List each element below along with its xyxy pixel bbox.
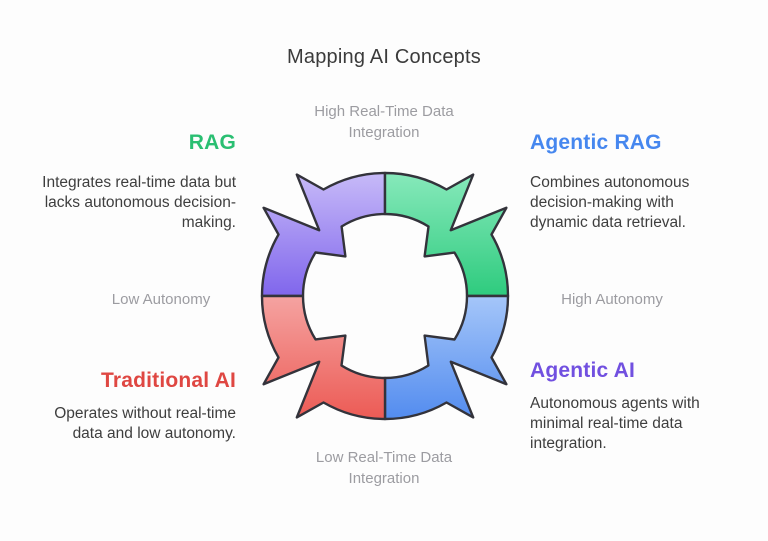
- concept-description-traditional-ai: Operates without real-time data and low …: [54, 405, 236, 442]
- concept-description-agentic-rag: Combines autonomous decision-making with…: [530, 174, 690, 231]
- axis-label-left: Low Autonomy: [111, 291, 211, 308]
- axis-label-top: High Real-Time Data Integration: [314, 103, 454, 141]
- concept-description-agentic-ai: Autonomous agents with minimal real-time…: [530, 395, 700, 452]
- concept-heading-agentic-ai: Agentic AI: [530, 359, 636, 382]
- page-title: Mapping AI Concepts: [287, 46, 481, 68]
- quadrant-arrow-bottom-right: [383, 294, 510, 421]
- quadrant-arrow-top-left: [260, 171, 387, 298]
- axis-label-right: High Autonomy: [561, 291, 663, 308]
- concept-heading-rag: RAG: [188, 131, 236, 154]
- axis-label-bottom: Low Real-Time Data Integration: [315, 449, 453, 487]
- quadrant-arrow-top-right: [383, 171, 510, 298]
- quadrant-arrow-bottom-left: [260, 294, 387, 421]
- concept-description-rag: Integrates real-time data but lacks auto…: [42, 174, 236, 231]
- concept-heading-agentic-rag: Agentic RAG: [530, 131, 662, 154]
- concept-heading-traditional-ai: Traditional AI: [100, 369, 236, 392]
- cycle-arrows-diagram: [260, 171, 510, 421]
